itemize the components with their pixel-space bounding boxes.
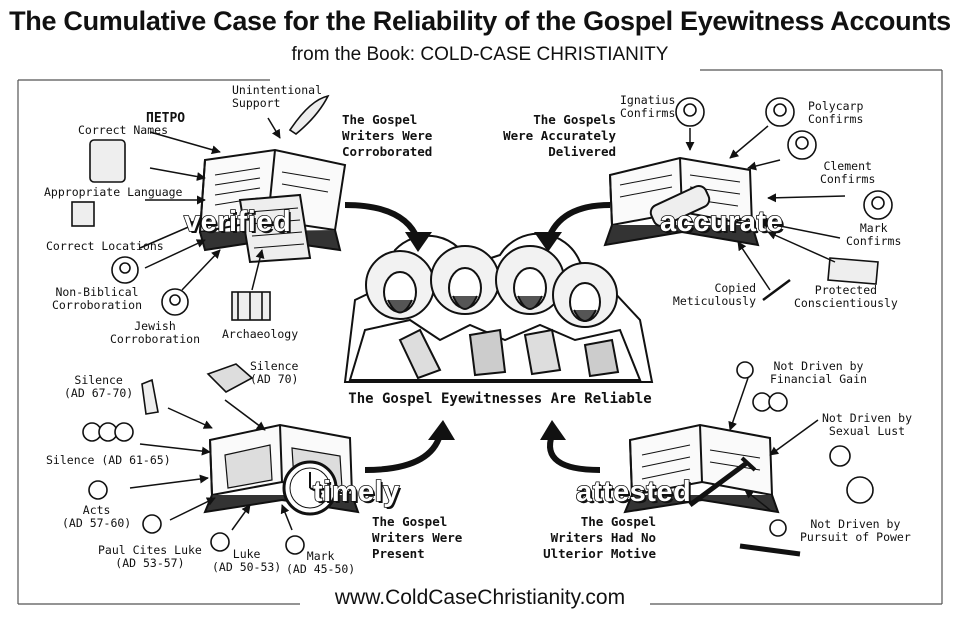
book-verified-icon bbox=[198, 148, 347, 264]
connector-arrows bbox=[129, 117, 846, 531]
item-silence-67-70: Silence(AD 67-70) bbox=[64, 373, 134, 400]
item-silence-61-65: Silence (AD 61-65) bbox=[46, 453, 171, 467]
book-accurate-icon bbox=[603, 156, 760, 247]
greek-sign: ΠΕΤΡΟ bbox=[146, 111, 186, 126]
item-acts: Acts(AD 57-60) bbox=[62, 503, 132, 530]
item-silence-70: Silence(AD 70) bbox=[250, 359, 299, 386]
footer-url[interactable]: www.ColdCaseChristianity.com bbox=[334, 586, 626, 609]
book-attested-icon bbox=[623, 423, 780, 514]
item-correct-names: Correct Names bbox=[78, 123, 169, 137]
item-luke: Luke(AD 50-53) bbox=[212, 547, 282, 574]
word-verified: verified bbox=[183, 205, 292, 239]
main-arrowheads bbox=[405, 232, 566, 440]
page-subtitle: from the Book: COLD-CASE CHRISTIANITY bbox=[291, 44, 669, 65]
item-mark: Mark(AD 45-50) bbox=[286, 549, 356, 576]
frame-lines bbox=[17, 69, 943, 605]
gospel-writers-icon bbox=[343, 232, 654, 383]
word-attested: attested bbox=[575, 475, 692, 509]
item-appropriate-language: Appropriate Language bbox=[44, 185, 183, 199]
item-correct-locations: Correct Locations bbox=[46, 239, 164, 253]
word-timely: timely bbox=[312, 475, 400, 509]
page-title: The Cumulative Case for the Reliability … bbox=[9, 6, 951, 36]
center-label: The Gospel Eyewitnesses Are Reliable bbox=[348, 391, 652, 407]
word-accurate: accurate bbox=[659, 205, 784, 239]
portrait-icons bbox=[71, 94, 893, 557]
book-timely-icon bbox=[203, 423, 360, 516]
item-paul-cites-luke: Paul Cites Luke(AD 53-57) bbox=[98, 543, 202, 570]
item-archaeology: Archaeology bbox=[222, 327, 299, 341]
